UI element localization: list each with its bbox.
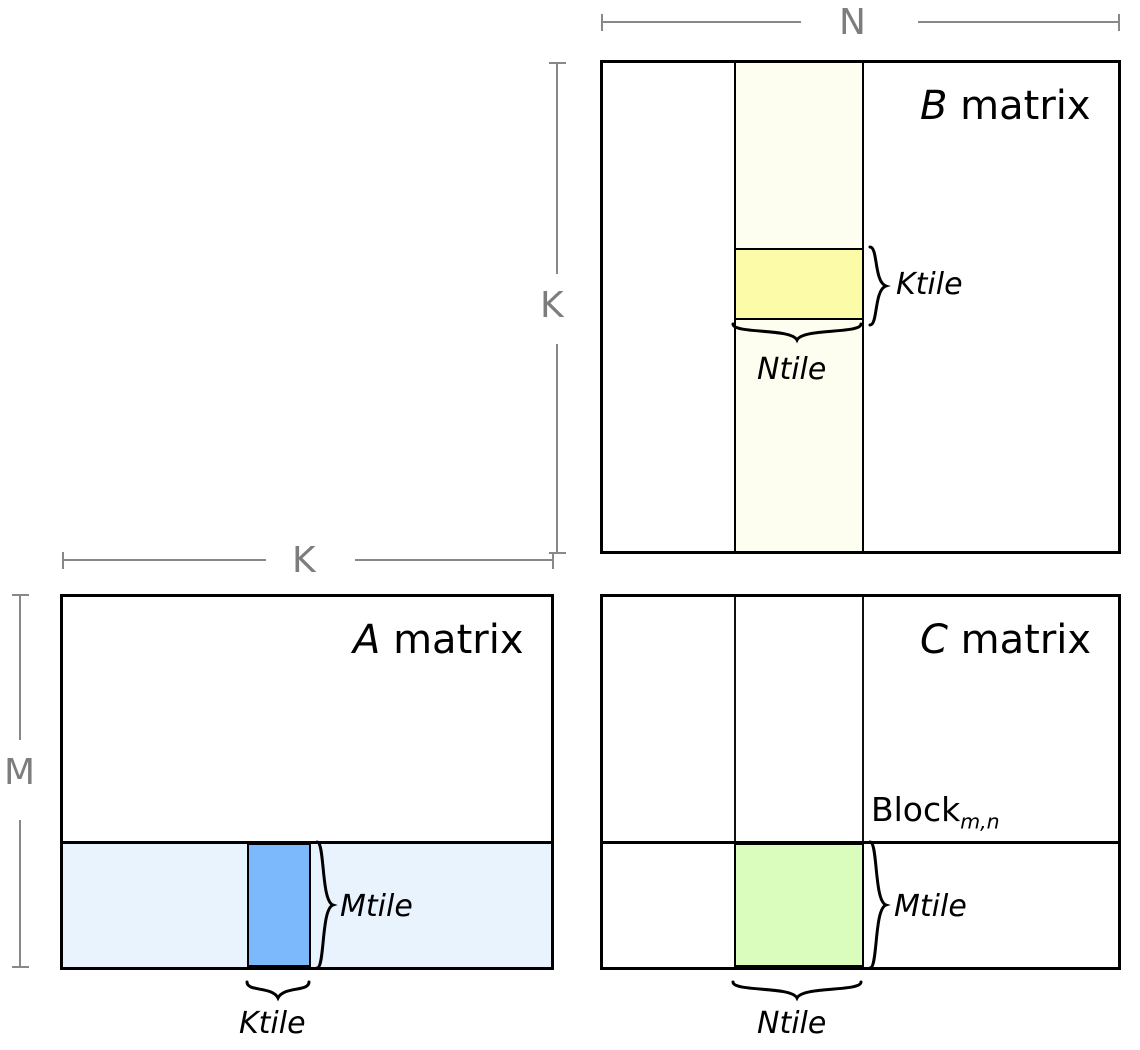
- a-ktile-brace-icon: [245, 980, 311, 1002]
- n-ruler-line-right: [918, 21, 1120, 23]
- k-vertical-ruler-line-top: [556, 62, 558, 274]
- c-mtile-label: Mtile: [894, 889, 967, 924]
- b-matrix-title: B matrix: [920, 86, 1091, 126]
- n-ruler-line-left: [601, 21, 801, 23]
- a-matrix-ktile: [247, 843, 311, 967]
- c-matrix-block-tile: [734, 843, 864, 967]
- a-mtile-brace-icon: [315, 840, 338, 970]
- b-ntile-brace-icon: [731, 322, 863, 344]
- b-ktile-brace-icon: [868, 245, 891, 327]
- b-matrix-ktile: [734, 248, 864, 320]
- block-label-base: Block: [871, 790, 961, 829]
- a-mtile-label: Mtile: [340, 889, 413, 924]
- k-horizontal-ruler-line-left: [62, 559, 266, 561]
- c-matrix-column-divider-left: [734, 597, 736, 967]
- block-label-subscript: m,n: [960, 809, 1000, 834]
- k-horizontal-ruler-cap-right: [552, 552, 554, 569]
- a-ktile-label: Ktile: [239, 1006, 306, 1041]
- m-ruler-line-top: [19, 594, 21, 740]
- c-matrix-row-divider: [603, 841, 1118, 844]
- c-mtile-brace-icon: [868, 840, 891, 970]
- c-matrix-box: C matrix Blockm,n: [600, 594, 1121, 970]
- k-vertical-ruler-cap-bottom: [549, 552, 566, 554]
- dimension-label-m: M: [4, 752, 36, 793]
- n-ruler-cap-right: [1118, 14, 1120, 31]
- a-matrix-symbol: A: [353, 617, 381, 663]
- b-matrix-word: matrix: [960, 83, 1091, 129]
- c-matrix-block-label: Blockm,n: [871, 793, 1000, 832]
- dimension-label-k-vertical: K: [540, 285, 564, 326]
- c-matrix-title: C matrix: [920, 620, 1091, 660]
- c-matrix-word: matrix: [960, 617, 1092, 663]
- a-matrix-box: A matrix: [60, 594, 554, 970]
- c-ntile-brace-icon: [731, 980, 863, 1002]
- a-matrix-title: A matrix: [353, 620, 523, 660]
- dimension-label-k-horizontal: K: [292, 540, 316, 581]
- b-matrix-symbol: B: [920, 83, 948, 129]
- a-matrix-row-divider: [63, 841, 551, 844]
- dimension-label-n: N: [839, 2, 866, 43]
- c-matrix-symbol: C: [920, 617, 948, 663]
- a-matrix-word: matrix: [393, 617, 524, 663]
- m-ruler-line-bottom: [19, 820, 21, 968]
- c-matrix-column-divider-right: [862, 597, 864, 967]
- k-horizontal-ruler-line-right: [355, 559, 554, 561]
- b-matrix-box: B matrix: [600, 60, 1121, 554]
- c-ntile-label: Ntile: [757, 1006, 827, 1041]
- k-vertical-ruler-line-bottom: [556, 344, 558, 554]
- b-ktile-label: Ktile: [896, 267, 963, 302]
- b-ntile-label: Ntile: [757, 352, 827, 387]
- m-ruler-cap-bottom: [12, 966, 29, 968]
